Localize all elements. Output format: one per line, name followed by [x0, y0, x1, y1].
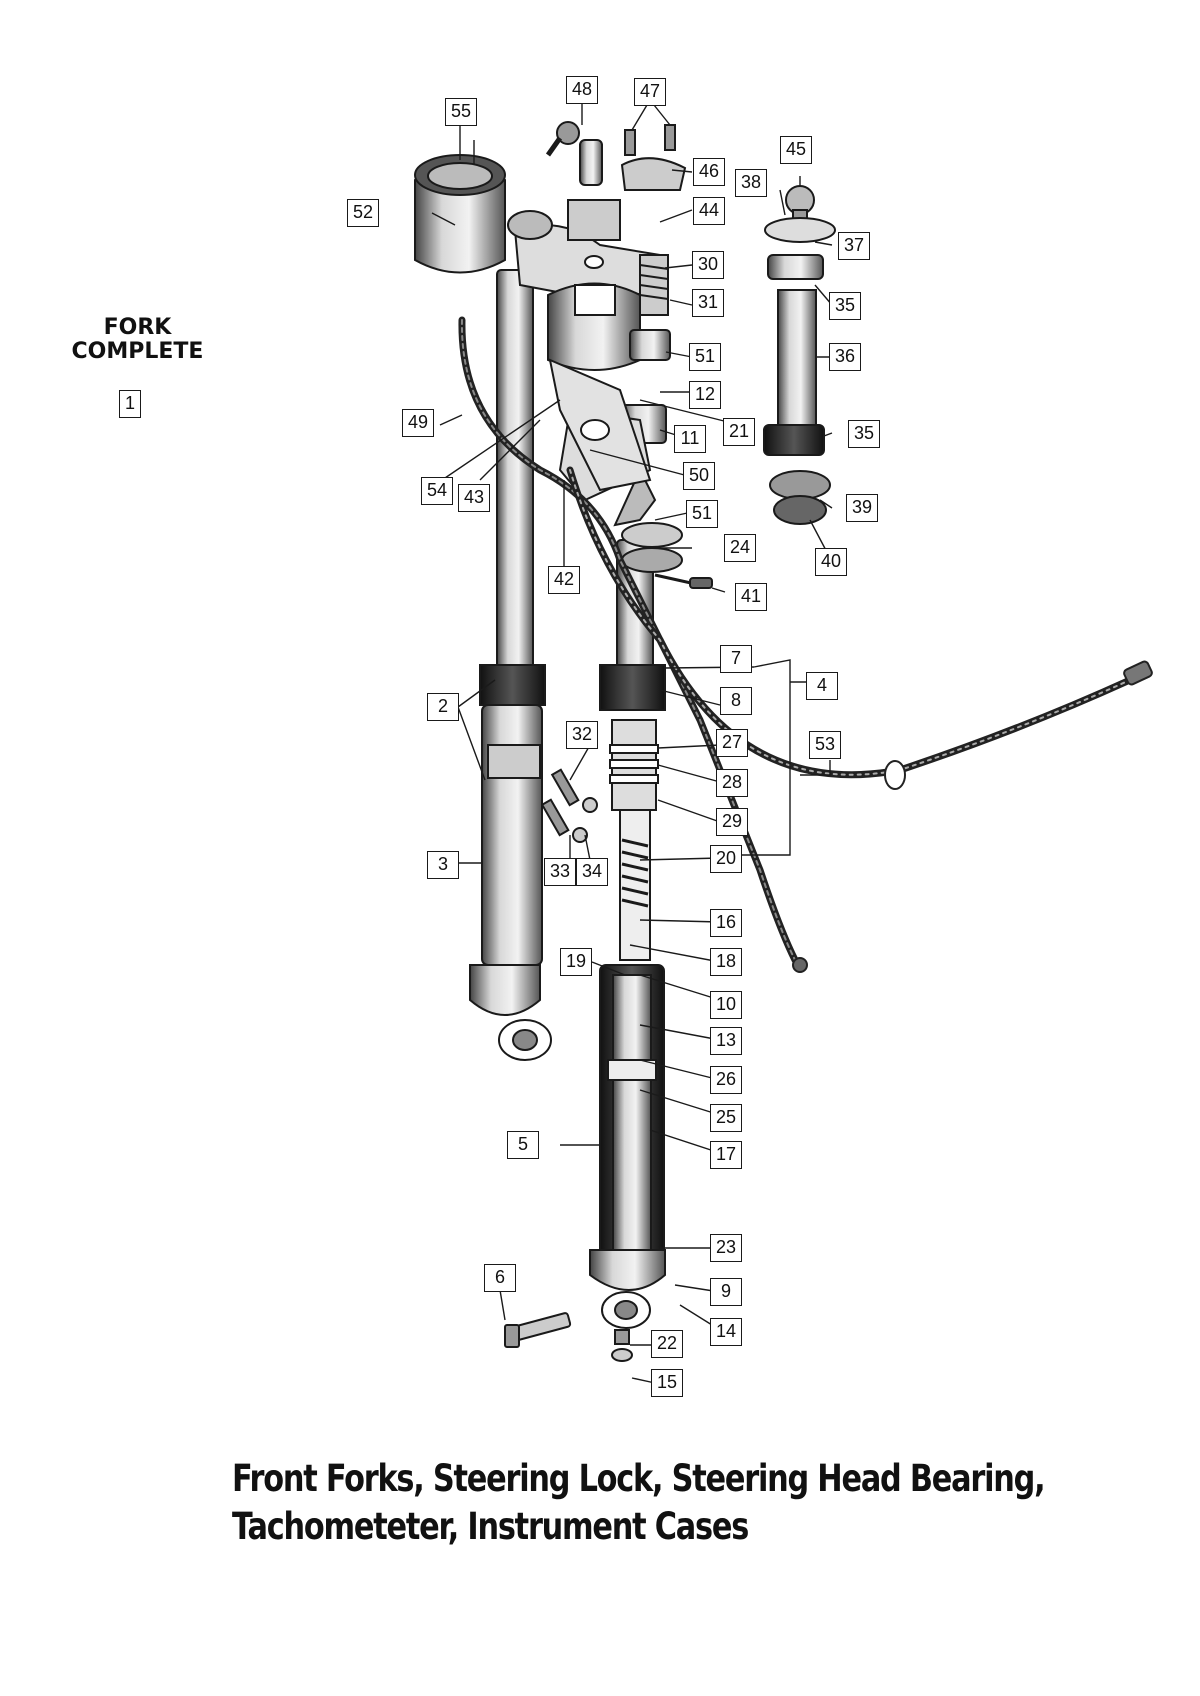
callout-part-12: 12 — [689, 381, 721, 409]
callout-part-14: 14 — [710, 1318, 742, 1346]
callout-part-29: 29 — [716, 808, 748, 836]
callout-part-21: 21 — [723, 418, 755, 446]
callout-part-31: 31 — [692, 289, 724, 317]
callout-part-52: 52 — [347, 199, 379, 227]
callout-part-46: 46 — [693, 158, 725, 186]
clamp-bolts — [620, 124, 687, 191]
callout-part-40: 40 — [815, 548, 847, 576]
steering-lock — [545, 121, 603, 186]
callout-part-37: 37 — [838, 232, 870, 260]
head-bearing-assembly — [763, 185, 836, 525]
callout-part-8: 8 — [720, 687, 752, 715]
callout-part-49: 49 — [402, 409, 434, 437]
callout-part-28: 28 — [716, 769, 748, 797]
callout-part-33: 33 — [544, 858, 576, 886]
callout-part-44: 44 — [693, 197, 725, 225]
leader-lines — [431, 99, 833, 1384]
callout-part-23: 23 — [710, 1234, 742, 1262]
caption-line-1: Front Forks, Steering Lock, Steering Hea… — [232, 1457, 1046, 1500]
callout-part-51-lower: 51 — [686, 500, 718, 528]
callout-part-47: 47 — [634, 78, 666, 106]
left-fork-leg — [469, 269, 552, 1061]
callout-part-16: 16 — [710, 909, 742, 937]
callout-part-6: 6 — [484, 1264, 516, 1292]
callout-part-22: 22 — [651, 1330, 683, 1358]
fork-complete-heading: FORK COMPLETE — [40, 316, 235, 364]
callout-part-51-upper: 51 — [689, 343, 721, 371]
drain-screw — [611, 1329, 633, 1362]
callout-part-36: 36 — [829, 343, 861, 371]
callout-part-39: 39 — [846, 494, 878, 522]
callout-part-30: 30 — [692, 251, 724, 279]
callout-part-25: 25 — [710, 1104, 742, 1132]
headlamp-bracket — [548, 358, 652, 492]
callout-part-10: 10 — [710, 991, 742, 1019]
callout-part-17: 17 — [710, 1141, 742, 1169]
speedo-case — [414, 154, 506, 274]
callout-part-1: 1 — [119, 390, 141, 418]
caption-line-2: Tachometeter, Instrument Cases — [232, 1505, 749, 1548]
callout-part-18: 18 — [710, 948, 742, 976]
callout-part-42: 42 — [548, 566, 580, 594]
fork-pinch-bolt-parts — [540, 768, 598, 843]
callout-part-55: 55 — [445, 98, 477, 126]
callout-part-13: 13 — [710, 1027, 742, 1055]
callout-part-45: 45 — [780, 136, 812, 164]
callout-part-41: 41 — [735, 583, 767, 611]
top-yoke — [507, 199, 667, 302]
heading-line-2: COMPLETE — [71, 339, 204, 364]
callout-part-35-upper: 35 — [829, 292, 861, 320]
callout-part-34: 34 — [576, 858, 608, 886]
callout-part-2: 2 — [427, 693, 459, 721]
callout-part-9: 9 — [710, 1278, 742, 1306]
callout-part-48: 48 — [566, 76, 598, 104]
callout-part-7: 7 — [720, 645, 752, 673]
callout-part-32: 32 — [566, 721, 598, 749]
diagram-caption: Front Forks, Steering Lock, Steering Hea… — [232, 1455, 1046, 1551]
callout-part-24: 24 — [724, 534, 756, 562]
axle-bolt — [504, 1312, 572, 1348]
callout-part-27: 27 — [716, 729, 748, 757]
callout-part-15: 15 — [651, 1369, 683, 1397]
callout-part-54: 54 — [421, 477, 453, 505]
callout-part-4: 4 — [806, 672, 838, 700]
right-fork-leg — [589, 539, 666, 1329]
callout-part-11: 11 — [674, 425, 706, 453]
callout-part-20: 20 — [710, 845, 742, 873]
callout-part-43: 43 — [458, 484, 490, 512]
callout-part-38: 38 — [735, 169, 767, 197]
callout-part-5: 5 — [507, 1131, 539, 1159]
callout-part-50: 50 — [683, 462, 715, 490]
callout-part-53: 53 — [809, 731, 841, 759]
tacho-case — [547, 282, 641, 371]
callout-part-19: 19 — [560, 948, 592, 976]
heading-line-1: FORK — [103, 315, 172, 340]
callout-part-3: 3 — [427, 851, 459, 879]
callout-part-35-lower: 35 — [848, 420, 880, 448]
cables — [458, 316, 1153, 973]
callout-part-26: 26 — [710, 1066, 742, 1094]
